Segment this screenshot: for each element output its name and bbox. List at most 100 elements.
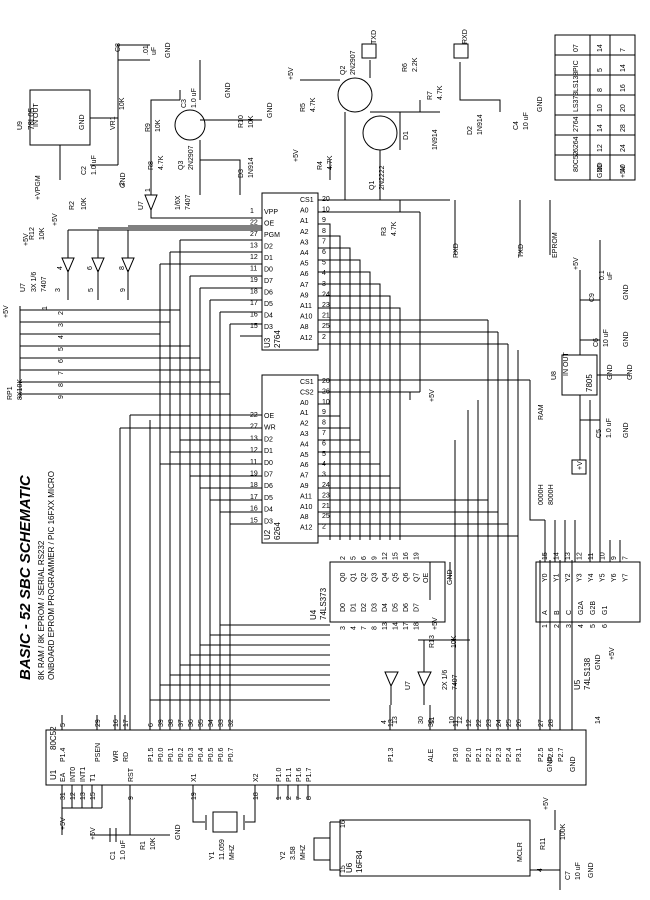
component-label: +5V	[52, 213, 59, 226]
latch-oe	[418, 562, 470, 641]
ram-right-pin-number: 9	[322, 409, 326, 416]
latch-q-pin-number: 5	[351, 556, 358, 560]
u1-pin-number: 39	[158, 719, 165, 727]
component-label: C1	[110, 851, 117, 860]
u1-pin-number: 36	[188, 719, 195, 727]
component-label: +5V	[609, 647, 616, 660]
power-table-cell: 28	[620, 124, 627, 132]
component-label: D2	[467, 126, 474, 135]
component-label: GND	[120, 172, 127, 188]
u5-body	[535, 561, 641, 623]
component-label: GND	[623, 422, 630, 438]
component-label: 10 uF	[603, 329, 610, 347]
eprom-right-pin-label: A4	[300, 250, 309, 257]
eprom-left-pin-label: D5	[264, 301, 273, 308]
ram-right-pin-number: 24	[322, 482, 330, 489]
vin-connector	[571, 459, 587, 475]
pin-number: 2	[119, 182, 126, 186]
component-label: 2N2222	[379, 165, 386, 190]
vpp-switch	[150, 60, 262, 195]
ram-left-pin-label: D7	[264, 472, 273, 479]
ram-left-pin-number: 27	[250, 424, 258, 431]
component-label: D3	[238, 169, 245, 178]
latch-d-pin-number: 13	[382, 622, 389, 630]
latch-q-pin-label: Q1	[351, 573, 358, 582]
eprom-left-pin-label: D2	[264, 244, 273, 251]
u1-bottom-pin-number: 12	[70, 792, 77, 800]
c1-r1	[90, 828, 170, 842]
component-label: 1.0 uF	[91, 155, 98, 175]
eprom-left-pin-number: 19	[250, 277, 258, 284]
pin-number: 4	[57, 266, 64, 270]
ram-left-pin-label: D3	[264, 518, 273, 525]
ram-right-pin-label: A0	[300, 400, 309, 407]
component-label: C3	[181, 99, 188, 108]
u2-ref: U2	[263, 529, 272, 540]
decoder-input-pin-number: 2	[554, 624, 561, 628]
pin-number: 10	[449, 716, 456, 724]
decoder-y-pin-number: 10	[600, 552, 607, 560]
component-label: 1.0 uF	[120, 840, 127, 860]
component-label: R12	[29, 227, 36, 240]
eprom-right-pin-number: 3	[322, 281, 326, 288]
eprom-right-pin-label: A1	[300, 218, 309, 225]
component-label: 1.0 uF	[606, 418, 613, 438]
eprom-right-pin-number: 24	[322, 291, 330, 298]
component-label: Q1	[369, 181, 376, 190]
decoder-y-pin-label: Y6	[611, 573, 618, 582]
u1-bottom-pin-label: P1.7	[306, 767, 313, 782]
eprom-right-pin-number: 8	[322, 228, 326, 235]
component-label: +V	[577, 461, 584, 470]
u1-pin-number: 16	[113, 719, 120, 727]
u1-bottom-pin-label: P1.6	[296, 767, 303, 782]
ram-left-pin-number: 17	[250, 494, 258, 501]
u1-pin-label: P2.7	[558, 747, 565, 762]
component-label: 2N2907	[188, 145, 195, 170]
u6-part: 16F84	[355, 850, 364, 873]
decoder-input-pin-label: G2A	[578, 601, 585, 615]
u1-ea-tie	[61, 807, 102, 835]
schematic-subtitle-1: 8K RAM / 8K EPROM / SERIAL RS232	[37, 540, 46, 680]
component-label: 1N914	[477, 114, 484, 135]
component-label: C7	[565, 871, 572, 880]
component-label: +5V	[3, 305, 10, 318]
component-label: +5V	[90, 827, 97, 840]
text-layer: BASIC - 52 SBC SCHEMATIC 8K RAM / 8K EPR…	[3, 29, 634, 880]
decoder-y-pin-label: Y2	[565, 573, 572, 582]
component-label: 4.7K	[310, 97, 317, 112]
rs232-net	[300, 60, 501, 212]
decoder-y-pin-number: 15	[542, 552, 549, 560]
component-label: R11	[540, 838, 547, 850]
component-label: uF	[607, 272, 614, 280]
u1-pin-number: 29	[95, 719, 102, 727]
y2-leads	[329, 821, 340, 871]
ram-right-pin-number: 7	[322, 430, 326, 437]
decoder-y-pin-number: 9	[611, 556, 618, 560]
u1-pin-number: 33	[218, 719, 225, 727]
latch-q-pin-label: Q7	[414, 573, 421, 582]
eprom-right-pin-label: A0	[300, 208, 309, 215]
component-label: GND	[607, 364, 614, 380]
u1-pin-label: P0.2	[178, 747, 185, 762]
component-label: +5V	[23, 233, 30, 246]
u1-pin-label: P2.4	[506, 747, 513, 762]
u1-bottom-pin-number: 15	[90, 792, 97, 800]
eprom-left-pin-number: 22	[250, 220, 258, 227]
ram-left-pin-number: 18	[250, 482, 258, 489]
component-label: +5V	[543, 797, 550, 810]
decoder-input-pin-label: G1	[602, 606, 609, 615]
latch-d-pin-number: 18	[414, 622, 421, 630]
decoder-y-pin-label: Y3	[577, 573, 584, 582]
component-label: GND	[595, 654, 602, 670]
eprom-left-pin-number: 11	[250, 266, 257, 273]
u1-pin-number: 17	[123, 719, 130, 727]
ram-right-pin-number: 6	[322, 440, 326, 447]
ram-right-pin-number: 25	[322, 513, 330, 520]
component-label: R3	[381, 227, 388, 236]
pin-number: 11	[429, 717, 436, 724]
